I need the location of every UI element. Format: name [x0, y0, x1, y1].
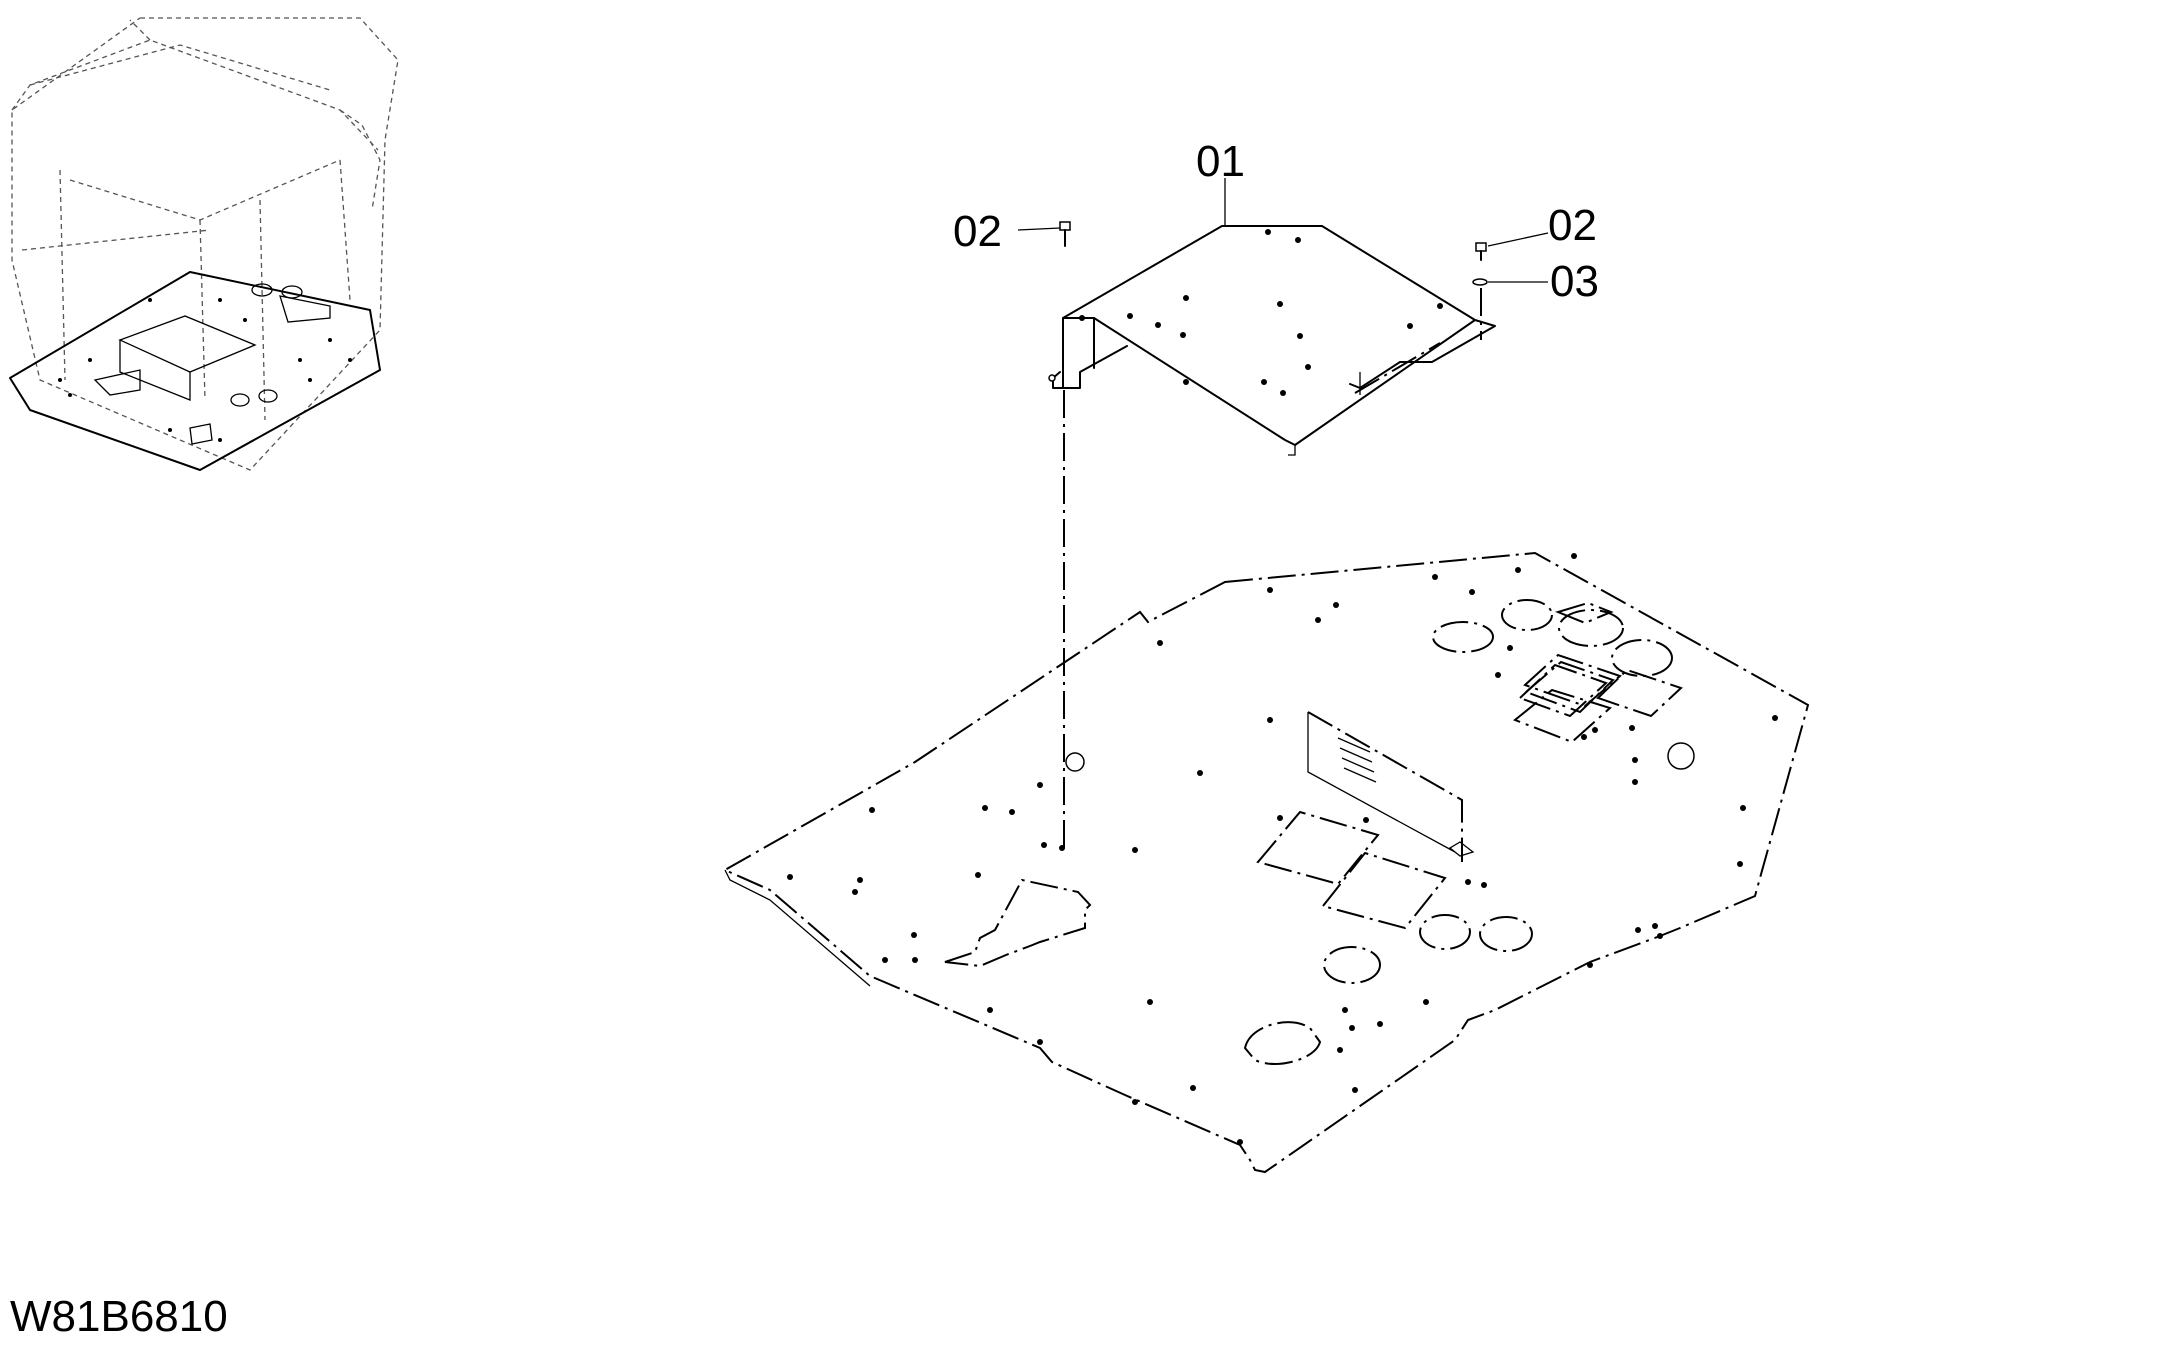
leader-02-left: [1017, 227, 1061, 231]
callout-03: 03: [1550, 257, 1599, 306]
drawing-code: W81B6810: [10, 1292, 228, 1341]
bolt-left: [1059, 221, 1071, 247]
callout-01: 01: [1196, 137, 1245, 186]
bolt-right: [1475, 242, 1487, 261]
washer-right: [1472, 278, 1488, 286]
cab-location-thumbnail: [9, 17, 399, 471]
cab-floor-plate: [722, 551, 1810, 1174]
bracket-part-01: [1048, 225, 1496, 456]
callout-02-left: 02: [953, 207, 1002, 256]
callout-02-right: 02: [1548, 201, 1597, 250]
leader-02-right: [1487, 232, 1549, 247]
